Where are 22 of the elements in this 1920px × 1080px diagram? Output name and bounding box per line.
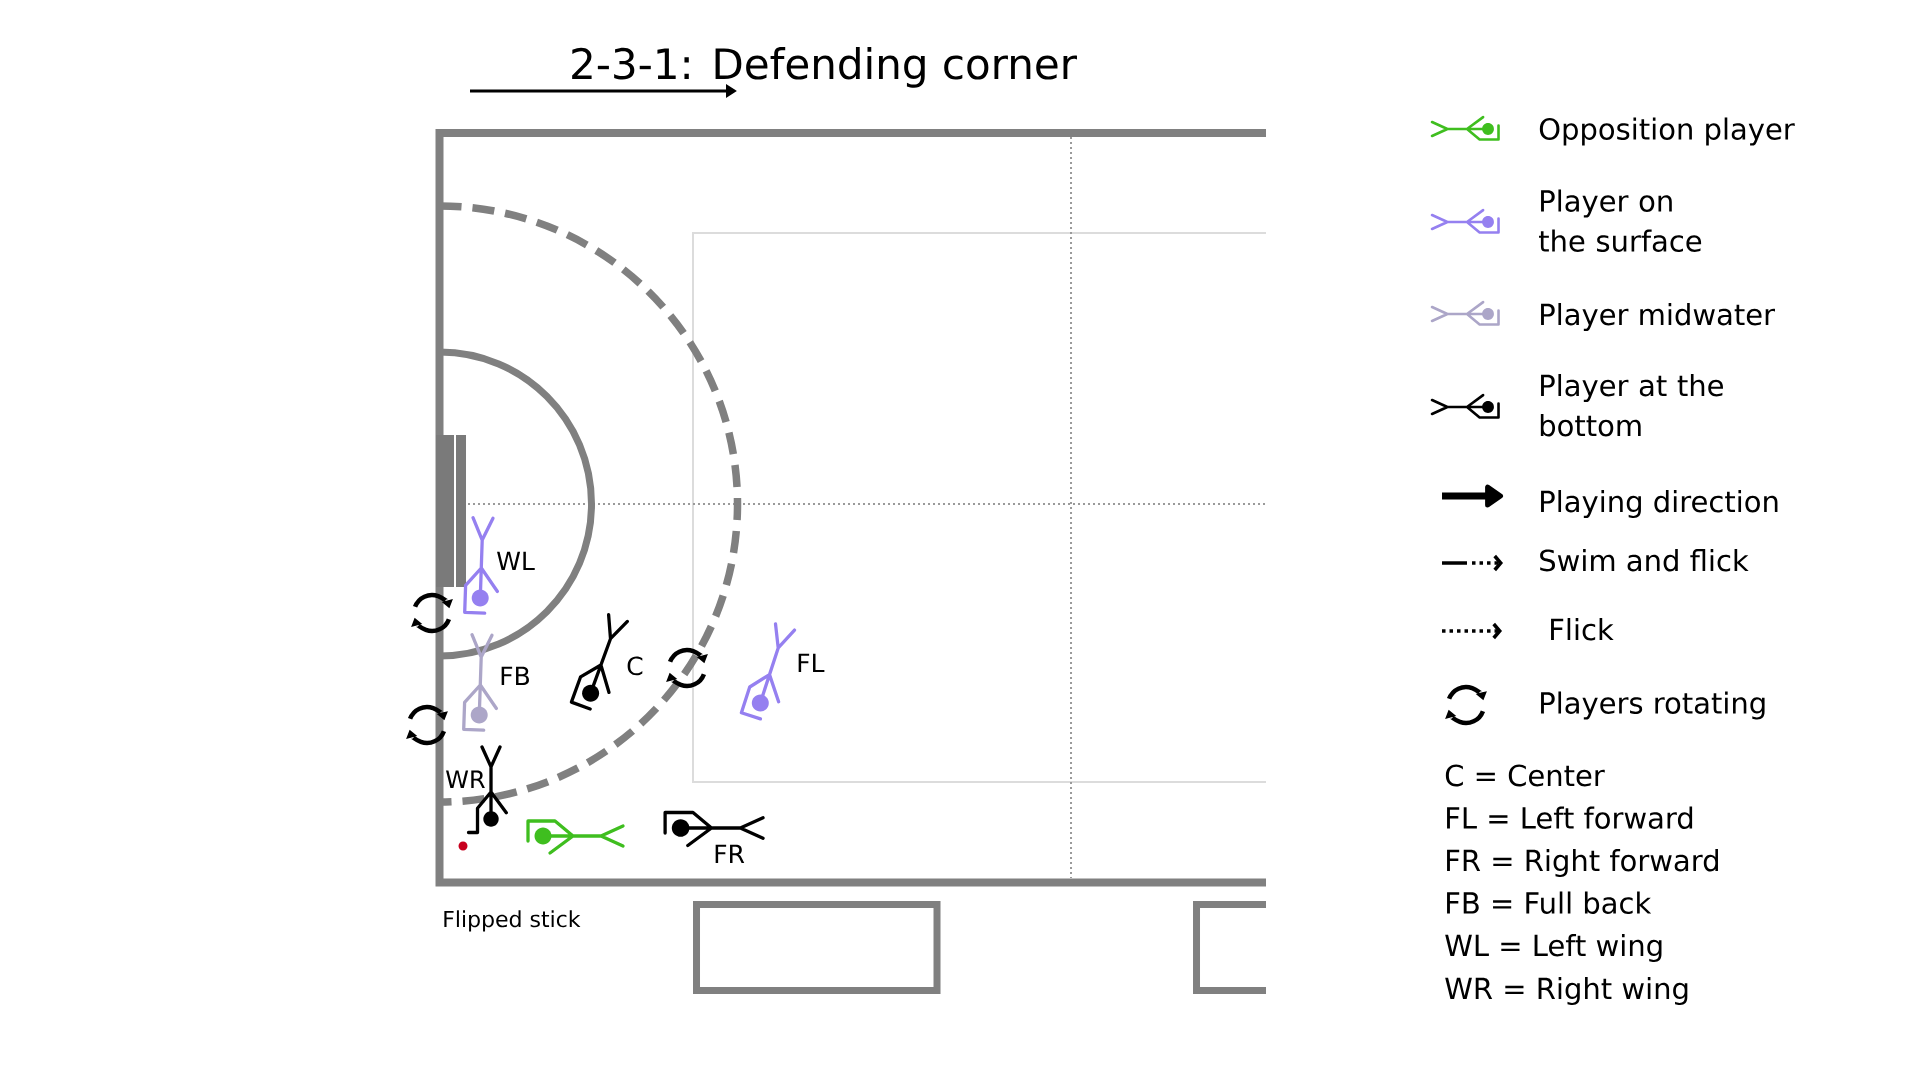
position-label: WR bbox=[446, 770, 485, 788]
legend-label: Playing direction bbox=[1541, 489, 1778, 519]
key-text: FL = Left forward bbox=[1447, 806, 1693, 829]
legend-label: Players rotating bbox=[1541, 691, 1765, 720]
key-text: C = Center bbox=[1445, 764, 1605, 787]
legend-label: Swim and flick bbox=[1540, 548, 1749, 572]
key-text: FR = Right forward bbox=[1447, 849, 1718, 878]
position-label: WL bbox=[497, 551, 535, 570]
annotation: Flipped stick bbox=[444, 910, 581, 932]
title: 2-3-1: Defending corner bbox=[572, 47, 1077, 88]
legend-label: Player midwater bbox=[1541, 302, 1775, 332]
position-label: C bbox=[627, 656, 643, 676]
key-text: WR = Right wing bbox=[1445, 977, 1688, 1006]
key-text: FB = Full back bbox=[1447, 891, 1652, 914]
legend-label: Player on the surface bbox=[1539, 189, 1702, 252]
legend-label: Opposition player bbox=[1539, 117, 1795, 146]
position-label: FR bbox=[715, 844, 745, 863]
position-label: FB bbox=[501, 666, 529, 685]
key-text: WL = Left wing bbox=[1445, 934, 1662, 963]
legend-label: Flick bbox=[1551, 617, 1614, 641]
legend-label: Player at the bottom bbox=[1540, 373, 1723, 437]
position-label: FL bbox=[798, 653, 825, 672]
